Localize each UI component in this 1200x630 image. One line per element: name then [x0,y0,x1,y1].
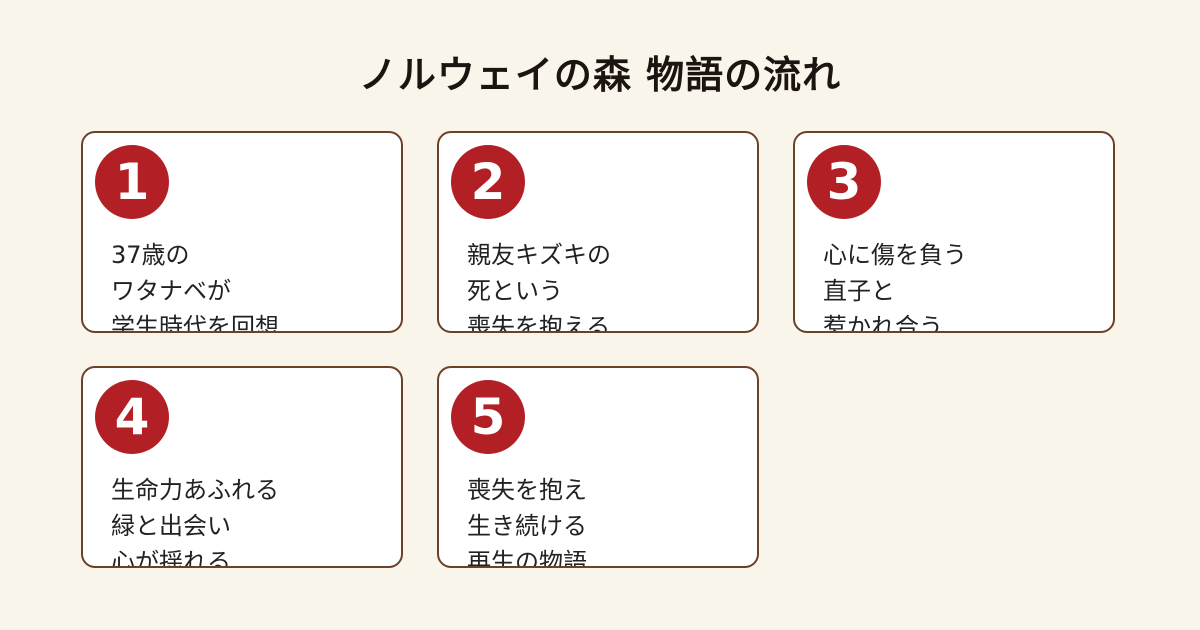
step-number-badge: 5 [451,380,525,454]
step-description: 生命力あふれる 緑と出会い 心が揺れる [111,472,401,568]
step-text-line: 親友キズキの [467,241,611,269]
step-card-4: 4 生命力あふれる 緑と出会い 心が揺れる [81,366,403,568]
step-text-line: 学生時代を回想 [111,313,279,333]
step-description: 心に傷を負う 直子と 惹かれ合う [823,237,1113,333]
step-text-line: ワタナベが [111,277,231,305]
step-text-line: 喪失を抱え [467,476,587,504]
step-card-5: 5 喪失を抱え 生き続ける 再生の物語 [437,366,759,568]
step-description: 喪失を抱え 生き続ける 再生の物語 [467,472,757,568]
step-number-badge: 2 [451,145,525,219]
step-text-line: 死という [467,277,563,305]
step-text-line: 再生の物語 [467,548,587,568]
step-text-line: 生き続ける [467,512,587,540]
step-text-line: 惹かれ合う [823,313,943,333]
step-number-badge: 4 [95,380,169,454]
step-card-1: 1 37歳の ワタナベが 学生時代を回想 [81,131,403,333]
step-card-3: 3 心に傷を負う 直子と 惹かれ合う [793,131,1115,333]
step-text-line: 心が揺れる [111,548,231,568]
step-text-line: 心に傷を負う [823,241,967,269]
step-description: 37歳の ワタナベが 学生時代を回想 [111,237,401,333]
step-text-line: 直子と [823,277,895,305]
step-number-badge: 1 [95,145,169,219]
step-card-2: 2 親友キズキの 死という 喪失を抱える [437,131,759,333]
step-text-line: 緑と出会い [111,512,231,540]
step-number-badge: 3 [807,145,881,219]
step-text-line: 喪失を抱える [467,313,611,333]
step-text-line: 37歳の [111,241,190,269]
step-text-line: 生命力あふれる [111,476,279,504]
page-title: ノルウェイの森 物語の流れ [358,53,842,97]
step-description: 親友キズキの 死という 喪失を抱える [467,237,757,333]
